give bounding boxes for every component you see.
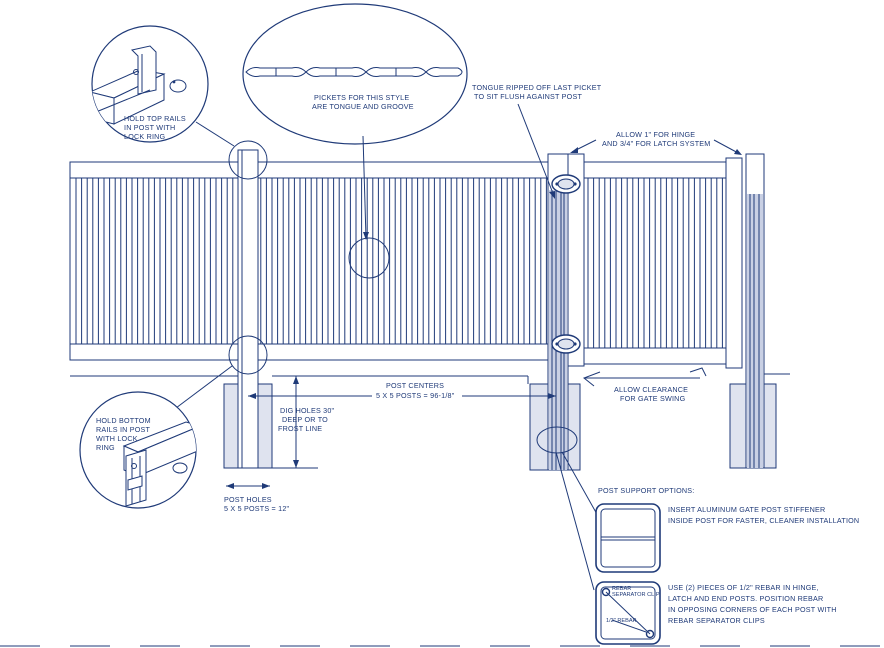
gate-panel — [567, 153, 743, 369]
svg-text:1/2" REBAR: 1/2" REBAR — [606, 618, 637, 624]
lower-hinge — [551, 334, 581, 354]
gate-picket-group — [587, 178, 723, 348]
ground-line — [70, 373, 790, 384]
svg-text:5 X 5 POSTS = 12": 5 X 5 POSTS = 12" — [224, 504, 290, 513]
fence-panel — [69, 161, 553, 361]
picket-detail — [242, 3, 468, 240]
svg-text:SEPARATOR CLIP: SEPARATOR CLIP — [612, 592, 660, 598]
hold-top-rails-label: HOLD TOP RAILS IN POST WITH LOCK RING — [124, 114, 186, 141]
line-post — [223, 149, 273, 469]
post-holes-dimension: POST HOLES 5 X 5 POSTS = 12" — [224, 483, 290, 513]
footing-callout — [536, 426, 578, 454]
svg-text:RING: RING — [96, 443, 115, 452]
svg-text:HOLD TOP RAILS: HOLD TOP RAILS — [124, 114, 186, 123]
top-rail-callout — [228, 140, 268, 180]
svg-text:FROST LINE: FROST LINE — [278, 424, 322, 433]
svg-text:RAILS IN POST: RAILS IN POST — [96, 425, 151, 434]
svg-text:ALLOW CLEARANCE: ALLOW CLEARANCE — [614, 385, 688, 394]
pickets-style-label: PICKETS FOR THIS STYLE ARE TONGUE AND GR… — [312, 93, 414, 111]
svg-text:TONGUE RIPPED OFF LAST PICKET: TONGUE RIPPED OFF LAST PICKET — [472, 83, 602, 92]
bottom-rail-detail — [79, 365, 233, 509]
svg-text:ALLOW 1" FOR HINGE: ALLOW 1" FOR HINGE — [616, 130, 695, 139]
post-support-options: POST SUPPORT OPTIONS: INSERT ALUMINUM GA… — [595, 486, 859, 645]
svg-text:POST SUPPORT OPTIONS:: POST SUPPORT OPTIONS: — [598, 486, 694, 495]
svg-text:INSERT ALUMINUM GATE POST STIF: INSERT ALUMINUM GATE POST STIFFENER — [668, 505, 825, 514]
svg-text:POST HOLES: POST HOLES — [224, 495, 272, 504]
support-leaders — [555, 451, 599, 591]
svg-text:FOR GATE SWING: FOR GATE SWING — [620, 394, 686, 403]
stiffener-cross-section — [595, 503, 661, 573]
svg-text:ARE TONGUE AND GROOVE: ARE TONGUE AND GROOVE — [312, 102, 414, 111]
picket-callout — [348, 237, 390, 279]
post-centers-dimension: POST CENTERS 5 X 5 POSTS = 96-1/8" — [248, 381, 556, 400]
svg-text:5 X 5 POSTS = 96-1/8": 5 X 5 POSTS = 96-1/8" — [376, 391, 455, 400]
svg-text:POST CENTERS: POST CENTERS — [386, 381, 444, 390]
svg-text:DEEP OR TO: DEEP OR TO — [282, 415, 328, 424]
svg-text:LOCK RING: LOCK RING — [124, 132, 166, 141]
picket-group — [75, 178, 547, 344]
svg-text:USE (2) PIECES OF 1/2" REBAR I: USE (2) PIECES OF 1/2" REBAR IN HINGE, — [668, 583, 819, 592]
rebar-cross-section: REBAR SEPARATOR CLIP 1/2" REBAR — [595, 581, 661, 645]
bottom-rail-callout — [228, 335, 268, 375]
tongue-ripped-label: TONGUE RIPPED OFF LAST PICKET TO SIT FLU… — [472, 83, 602, 199]
svg-text:HOLD BOTTOM: HOLD BOTTOM — [96, 416, 151, 425]
svg-text:AND 3/4" FOR LATCH SYSTEM: AND 3/4" FOR LATCH SYSTEM — [602, 139, 710, 148]
upper-hinge — [551, 174, 581, 194]
svg-text:INSIDE POST FOR FASTER, CLEANE: INSIDE POST FOR FASTER, CLEANER INSTALLA… — [668, 516, 859, 525]
dig-holes-dimension: DIG HOLES 30" DEEP OR TO FROST LINE — [272, 376, 335, 469]
svg-text:DIG HOLES 30": DIG HOLES 30" — [280, 406, 335, 415]
latch-post — [729, 153, 777, 469]
svg-text:PICKETS FOR THIS STYLE: PICKETS FOR THIS STYLE — [314, 93, 409, 102]
allow-clearance-label: ALLOW CLEARANCE FOR GATE SWING — [583, 367, 707, 403]
svg-text:REBAR: REBAR — [612, 586, 631, 592]
hinge-post — [529, 153, 581, 471]
svg-text:IN OPPOSING CORNERS OF EACH PO: IN OPPOSING CORNERS OF EACH POST WITH — [668, 605, 837, 614]
svg-text:WITH LOCK: WITH LOCK — [96, 434, 138, 443]
allow-hinge-label: ALLOW 1" FOR HINGE AND 3/4" FOR LATCH SY… — [570, 130, 742, 155]
svg-text:REBAR SEPARATOR CLIPS: REBAR SEPARATOR CLIPS — [668, 616, 765, 625]
svg-text:IN POST WITH: IN POST WITH — [124, 123, 175, 132]
svg-text:TO SIT FLUSH AGAINST POST: TO SIT FLUSH AGAINST POST — [474, 92, 582, 101]
hold-bottom-rails-label: HOLD BOTTOM RAILS IN POST WITH LOCK RING — [96, 416, 151, 452]
svg-text:LATCH AND END POSTS. POSITION: LATCH AND END POSTS. POSITION REBAR — [668, 594, 823, 603]
